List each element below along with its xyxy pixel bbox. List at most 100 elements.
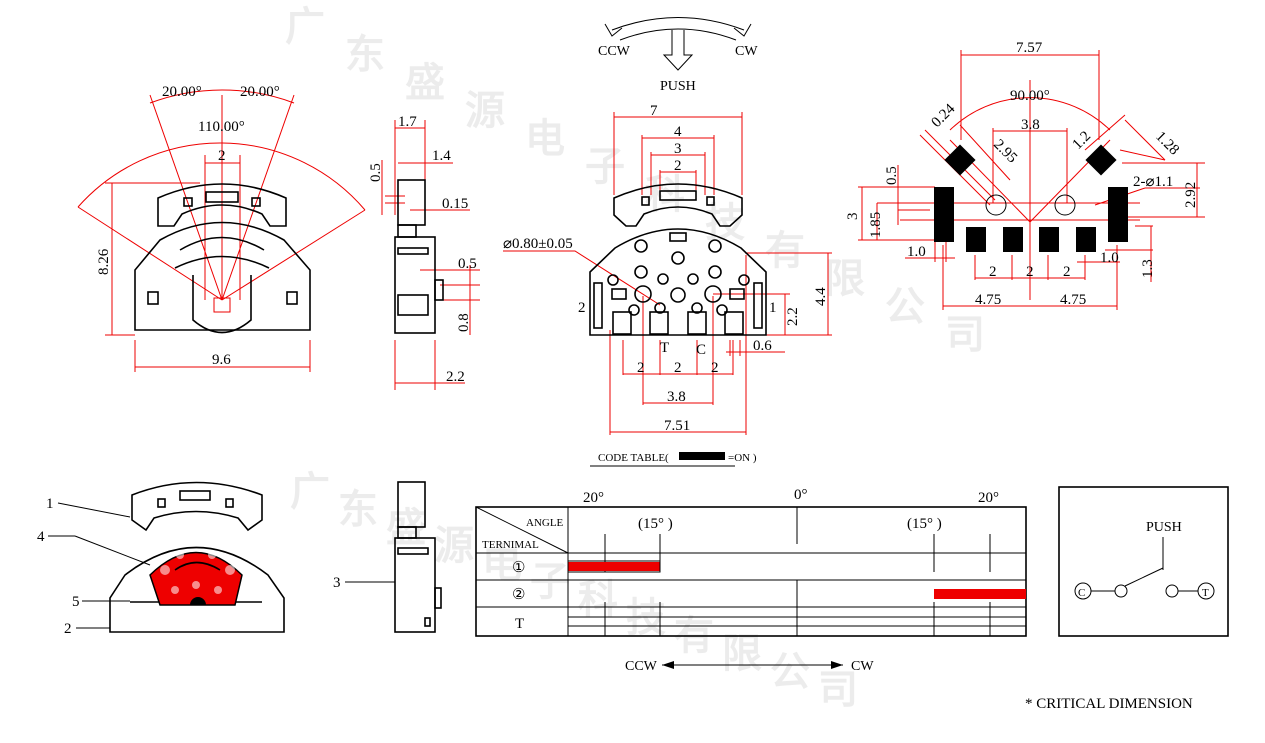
pitch-2: 2 <box>1026 264 1034 280</box>
header-angle: ANGLE <box>526 517 564 529</box>
direction-cw: CW <box>851 659 874 674</box>
watermark-char: 司 <box>818 667 858 713</box>
contact-pattern <box>160 551 235 594</box>
row-terminal-2: ② <box>512 587 525 603</box>
exploded-view: 1 4 5 2 3 <box>37 481 442 637</box>
watermark-char: 限 <box>825 256 865 302</box>
dim-0-6: 0.6 <box>753 338 772 354</box>
rotation-arrow-icon <box>604 17 752 71</box>
callout-2: 2 <box>64 621 72 637</box>
watermark-char: 源 <box>465 88 505 134</box>
watermark-char: 技 <box>705 200 745 246</box>
watermark-char: 公 <box>770 649 810 695</box>
detent-right: (15° ) <box>907 516 942 532</box>
watermark-char: 司 <box>945 312 985 358</box>
watermark-char: 盛 <box>405 60 445 106</box>
angle-right: 20° <box>978 490 999 506</box>
dim-1-85: 1.85 <box>868 212 884 238</box>
critical-dimension-note: * CRITICAL DIMENSION <box>1025 696 1193 712</box>
dim-angle-right: 20.00° <box>240 84 280 100</box>
dim-hole: ⌀0.80±0.05 <box>503 236 573 252</box>
footprint-pads <box>934 144 1128 252</box>
callout-3: 3 <box>333 575 341 591</box>
side-view: 1.7 1.4 0.5 0.15 0.5 0.8 2.2 <box>368 114 480 390</box>
dim-7: 7 <box>650 103 658 119</box>
watermark-char: 电 <box>525 116 565 162</box>
code-table: CODE TABLE( =ON ) 20° 0° 20° ANGLE TERNI… <box>475 452 1027 637</box>
dim-3: 3 <box>845 213 861 221</box>
label-push: PUSH <box>660 79 696 94</box>
dim-1-0-right: 1.0 <box>1100 250 1119 266</box>
dim-0-5: 0.5 <box>884 166 900 185</box>
row-terminal-t: T <box>515 616 524 632</box>
dim-1-4: 1.4 <box>432 148 451 164</box>
watermark-char: 东 <box>338 487 378 533</box>
pitch-1: 2 <box>637 360 645 376</box>
dim-1-3: 1.3 <box>1140 259 1156 278</box>
dim-angle-left: 20.00° <box>162 84 202 100</box>
label-ccw: CCW <box>598 44 631 59</box>
top-view: 20.00° 20.00° 110.00° 2 8.26 9.6 <box>77 84 366 372</box>
dim-0-5-top: 0.5 <box>368 163 384 182</box>
dim-1-28: 1.28 <box>1152 129 1182 159</box>
dim-3-8: 3.8 <box>1021 117 1040 133</box>
dim-angle-total: 110.00° <box>198 119 245 135</box>
terminal-t-label: T <box>660 340 669 356</box>
on-legend-swatch <box>679 452 725 460</box>
pitch-2: 2 <box>674 360 682 376</box>
watermark-char: 源 <box>434 523 474 569</box>
direction-ccw: CCW <box>625 659 658 674</box>
dim-2-95: 2.95 <box>990 137 1020 167</box>
dim-7-51: 7.51 <box>664 418 690 434</box>
watermark-char: 有 <box>765 228 805 274</box>
dim-1-7: 1.7 <box>398 114 417 130</box>
dim-2-92: 2.92 <box>1183 182 1199 208</box>
dim-4-75-left: 4.75 <box>975 292 1001 308</box>
row-terminal-1: ① <box>512 560 525 576</box>
schematic-push-label: PUSH <box>1146 520 1182 535</box>
dim-1-2: 1.2 <box>1070 128 1095 153</box>
watermark-char: 电 <box>482 541 522 587</box>
callout-5: 5 <box>72 594 80 610</box>
pitch-1: 2 <box>989 264 997 280</box>
pin-2-label: 2 <box>578 300 586 316</box>
watermark-char: 公 <box>885 284 925 330</box>
pin-1-label: 1 <box>769 300 777 316</box>
watermark-char: 子 <box>530 559 570 605</box>
dim-4: 4 <box>674 124 682 140</box>
detent-left: (15° ) <box>638 516 673 532</box>
direction-indicator: CCW CW <box>625 659 874 674</box>
dim-3: 3 <box>674 141 682 157</box>
dim-0-5: 0.5 <box>458 256 477 272</box>
code-table-legend: =ON ) <box>728 452 757 464</box>
watermark-char: 盛 <box>386 505 426 551</box>
watermark-char: 限 <box>722 631 762 677</box>
watermark-char: 科 <box>578 577 618 623</box>
schematic-c-label: C <box>1078 587 1085 599</box>
callout-4: 4 <box>37 529 45 545</box>
watermark-char: 东 <box>345 32 385 78</box>
dim-90-deg: 90.00° <box>1010 88 1050 104</box>
schematic-t-label: T <box>1202 587 1209 599</box>
watermark-char: 广 <box>285 4 325 50</box>
exploded-side-view <box>394 481 442 633</box>
dim-4-75-right: 4.75 <box>1060 292 1086 308</box>
watermark-char: 科 <box>645 172 685 218</box>
callout-1: 1 <box>46 496 54 512</box>
on-bar-terminal-1 <box>568 562 660 571</box>
dim-4-4: 4.4 <box>813 287 829 306</box>
header-terminal: TERNIMAL <box>482 539 539 551</box>
dim-3-8: 3.8 <box>667 389 686 405</box>
dim-width: 9.6 <box>212 352 231 368</box>
code-table-title: CODE TABLE( <box>598 452 669 464</box>
watermark-char: 子 <box>585 144 625 190</box>
dim-holes: 2-⌀1.1 <box>1133 174 1173 190</box>
watermark-char: 广 <box>290 469 330 515</box>
dim-2-2: 2.2 <box>785 307 801 326</box>
front-holes <box>607 239 750 316</box>
pitch-3: 2 <box>1063 264 1071 280</box>
angle-left: 20° <box>583 490 604 506</box>
dim-top: 2 <box>218 148 226 164</box>
